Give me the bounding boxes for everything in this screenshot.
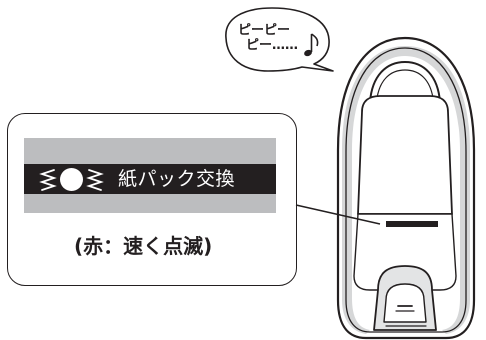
- blink-rays-left: [39, 169, 57, 191]
- speech-beep-line-2: ピー……: [246, 38, 299, 53]
- indicator-lamp: [60, 168, 83, 191]
- vacuum-handle: [369, 61, 441, 103]
- indicator-panel-label: 紙パック交換: [118, 168, 236, 190]
- vacuum-lid: [357, 95, 453, 215]
- indicator-status-text: (赤：速く点滅): [74, 234, 213, 258]
- speech-beep-line-1: ピーピー: [238, 23, 291, 38]
- device-indicator-lamp: [386, 221, 438, 227]
- blink-rays-right: [86, 169, 104, 191]
